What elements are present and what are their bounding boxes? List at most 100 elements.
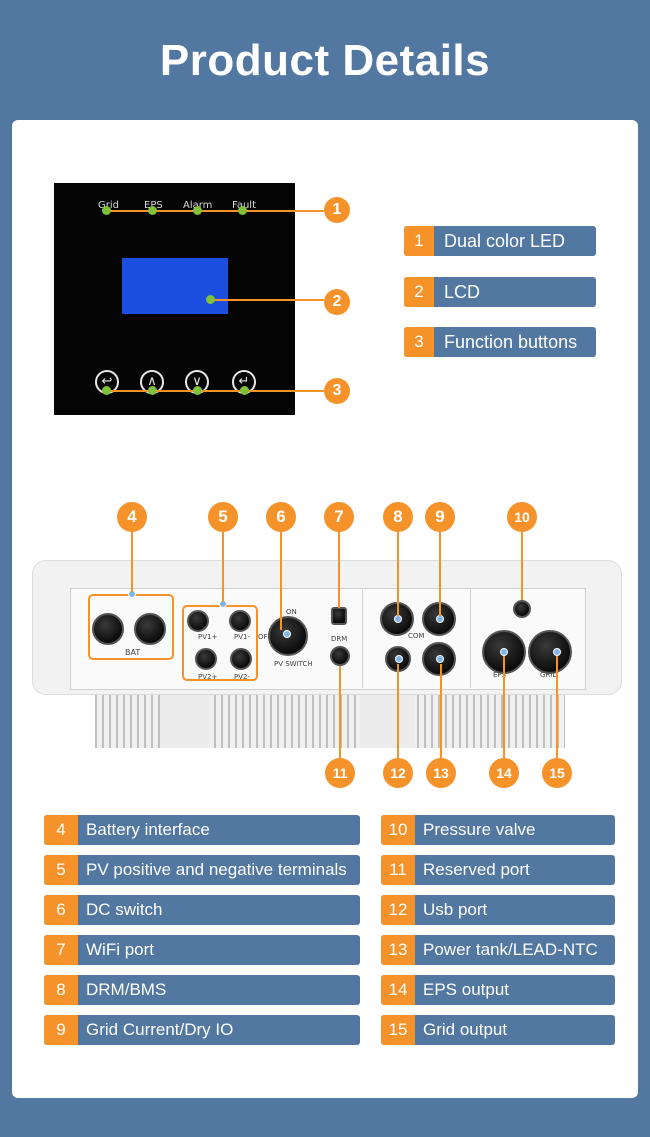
legend-text: Dual color LED bbox=[444, 231, 566, 251]
callout-3: 3 bbox=[324, 378, 350, 404]
heatsink-gap bbox=[160, 690, 210, 748]
legend-number: 3 bbox=[404, 327, 434, 357]
legend-text: EPS output bbox=[423, 980, 510, 999]
legend-number: 1 bbox=[404, 226, 434, 256]
reserved-port bbox=[330, 646, 350, 666]
grid-output-connector bbox=[528, 630, 572, 674]
callout-7: 7 bbox=[324, 502, 354, 532]
legend-number: 9 bbox=[44, 1015, 78, 1045]
legend-item: 9 Grid Current/Dry IO bbox=[44, 1015, 360, 1045]
bat-label: BAT bbox=[125, 648, 141, 657]
legend-text: Function buttons bbox=[444, 332, 578, 352]
switch-on-label: ON bbox=[286, 608, 297, 616]
pv-switch-label: PV SWITCH bbox=[274, 660, 313, 668]
grid-label: GRID bbox=[540, 671, 558, 679]
callout-13: 13 bbox=[426, 758, 456, 788]
battery-connector bbox=[92, 613, 124, 645]
leader-line-13 bbox=[440, 664, 442, 758]
leader-line-11 bbox=[339, 666, 341, 758]
pv1p-label: PV1+ bbox=[198, 633, 218, 641]
page-title: Product Details bbox=[159, 36, 491, 85]
legend-item: 11 Reserved port bbox=[381, 855, 615, 885]
panel-divider bbox=[362, 590, 363, 688]
legend-number: 5 bbox=[44, 855, 78, 885]
callout-12: 12 bbox=[383, 758, 413, 788]
pv2p-label: PV2+ bbox=[198, 673, 218, 681]
callout-14: 14 bbox=[489, 758, 519, 788]
led-label-alarm: Alarm bbox=[183, 200, 212, 211]
point-13 bbox=[436, 655, 444, 663]
legend-number: 2 bbox=[404, 277, 434, 307]
callout-2: 2 bbox=[324, 289, 350, 315]
legend-text: DRM/BMS bbox=[86, 980, 167, 999]
leader-line-4 bbox=[131, 530, 133, 592]
callout-10: 10 bbox=[507, 502, 537, 532]
leader-line-3 bbox=[106, 390, 324, 392]
led-dot-grid bbox=[102, 206, 111, 215]
wifi-port bbox=[331, 607, 347, 625]
legend-item: 3 Function buttons bbox=[404, 327, 596, 357]
button-dot-3 bbox=[193, 386, 202, 395]
point-15 bbox=[553, 648, 561, 656]
legend-item: 6 DC switch bbox=[44, 895, 360, 925]
legend-number: 13 bbox=[381, 935, 415, 965]
legend-number: 4 bbox=[44, 815, 78, 845]
com-label: COM bbox=[408, 632, 425, 640]
callout-11: 11 bbox=[325, 758, 355, 788]
led-dot-alarm bbox=[193, 206, 202, 215]
pv-connector bbox=[229, 610, 251, 632]
pv2m-label: PV2- bbox=[234, 673, 250, 681]
legend-item: 14 EPS output bbox=[381, 975, 615, 1005]
legend-item: 4 Battery interface bbox=[44, 815, 360, 845]
callout-9: 9 bbox=[425, 502, 455, 532]
led-label-fault: Fault bbox=[232, 200, 256, 211]
leader-line-2 bbox=[210, 299, 324, 301]
leader-line-9 bbox=[439, 530, 441, 616]
leader-line-10 bbox=[521, 530, 523, 600]
leader-line-1 bbox=[106, 210, 324, 212]
legend-item: 8 DRM/BMS bbox=[44, 975, 360, 1005]
pressure-valve bbox=[513, 600, 531, 618]
callout-6: 6 bbox=[266, 502, 296, 532]
legend-item: 10 Pressure valve bbox=[381, 815, 615, 845]
eps-label: EPS bbox=[493, 671, 507, 679]
led-label-grid: Grid bbox=[98, 200, 119, 211]
button-dot-1 bbox=[102, 386, 111, 395]
legend-item: 2 LCD bbox=[404, 277, 596, 307]
point-9 bbox=[436, 615, 444, 623]
leader-line-14 bbox=[503, 656, 505, 758]
legend-text: Battery interface bbox=[86, 820, 210, 839]
lcd-screen bbox=[122, 258, 228, 314]
callout-8: 8 bbox=[383, 502, 413, 532]
legend-text: Reserved port bbox=[423, 860, 530, 879]
legend-number: 12 bbox=[381, 895, 415, 925]
legend-number: 14 bbox=[381, 975, 415, 1005]
legend-number: 15 bbox=[381, 1015, 415, 1045]
button-dot-4 bbox=[240, 386, 249, 395]
pv-connector bbox=[230, 648, 252, 670]
callout-5: 5 bbox=[208, 502, 238, 532]
point-8 bbox=[394, 615, 402, 623]
legend-number: 6 bbox=[44, 895, 78, 925]
legend-item: 12 Usb port bbox=[381, 895, 615, 925]
point-12 bbox=[395, 655, 403, 663]
led-label-eps: EPS bbox=[144, 200, 163, 211]
pv-connector bbox=[187, 610, 209, 632]
battery-connector bbox=[134, 613, 166, 645]
legend-item: 13 Power tank/LEAD-NTC bbox=[381, 935, 615, 965]
legend-item: 5 PV positive and negative terminals bbox=[44, 855, 360, 885]
legend-text: PV positive and negative terminals bbox=[86, 860, 347, 879]
panel-divider bbox=[470, 590, 471, 688]
leader-line-5 bbox=[222, 530, 224, 602]
switch-off-label: OFF bbox=[258, 633, 272, 641]
pv-connector bbox=[195, 648, 217, 670]
legend-text: Grid output bbox=[423, 1020, 508, 1039]
leader-line-6 bbox=[280, 530, 282, 630]
legend-text: WiFi port bbox=[86, 940, 154, 959]
leader-line-7 bbox=[338, 530, 340, 608]
legend-item: 7 WiFi port bbox=[44, 935, 360, 965]
legend-item: 15 Grid output bbox=[381, 1015, 615, 1045]
leader-line-15 bbox=[556, 656, 558, 758]
legend-number: 11 bbox=[381, 855, 415, 885]
legend-number: 7 bbox=[44, 935, 78, 965]
